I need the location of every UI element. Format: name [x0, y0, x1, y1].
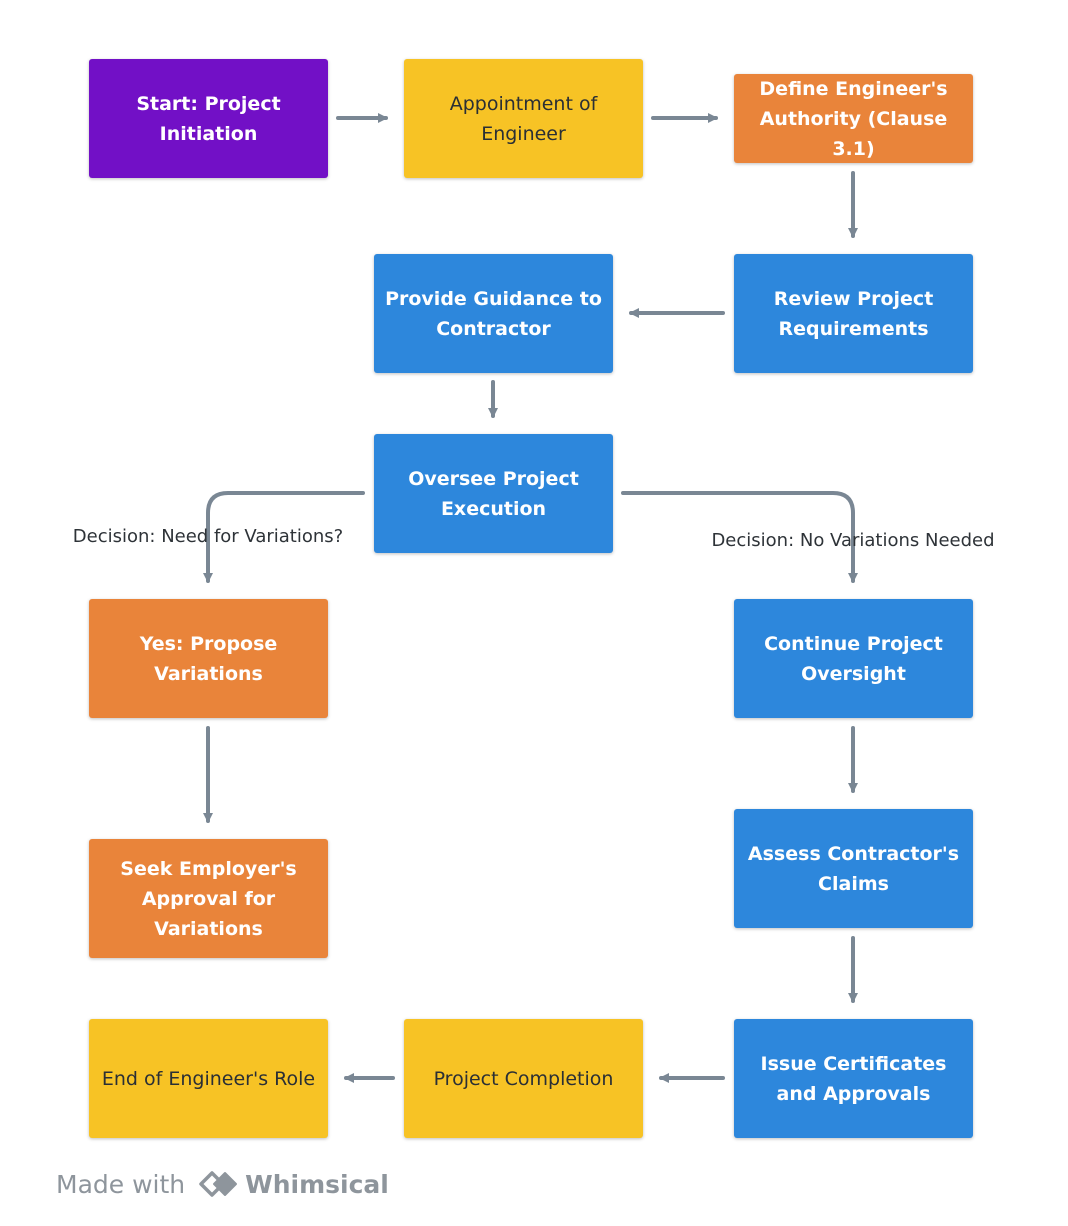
node-continue-oversight[interactable]: Continue Project Oversight — [734, 599, 973, 718]
node-label: Project Completion — [433, 1067, 614, 1090]
node-label: Start: Project Initiation — [136, 92, 281, 145]
node-oversee-execution[interactable]: Oversee Project Execution — [374, 434, 613, 553]
node-provide-guidance[interactable]: Provide Guidance to Contractor — [374, 254, 613, 373]
edge-label-no-variations: Decision: No Variations Needed — [711, 530, 995, 551]
node-end-role[interactable]: End of Engineer's Role — [89, 1019, 328, 1138]
footer-brand: Whimsical — [245, 1169, 389, 1199]
node-define-authority[interactable]: Define Engineer's Authority (Clause 3.1) — [734, 74, 973, 163]
node-label: Seek Employer's Approval for Variations — [120, 857, 297, 940]
node-start[interactable]: Start: Project Initiation — [89, 59, 328, 178]
node-assess-claims[interactable]: Assess Contractor's Claims — [734, 809, 973, 928]
node-label: Define Engineer's Authority (Clause 3.1) — [759, 77, 948, 160]
node-label: Continue Project Oversight — [764, 632, 943, 685]
node-issue-certificates[interactable]: Issue Certificates and Approvals — [734, 1019, 973, 1138]
node-propose-variations[interactable]: Yes: Propose Variations — [89, 599, 328, 718]
node-label: Yes: Propose Variations — [139, 632, 278, 685]
footer-watermark: Made with Whimsical — [56, 1166, 389, 1202]
node-label: Appointment of Engineer — [449, 92, 598, 145]
node-label: Assess Contractor's Claims — [747, 842, 960, 895]
footer-prefix: Made with — [56, 1169, 186, 1199]
node-label: Oversee Project Execution — [408, 467, 579, 520]
node-label: Issue Certificates and Approvals — [760, 1052, 947, 1105]
node-label: End of Engineer's Role — [101, 1067, 316, 1090]
node-project-completion[interactable]: Project Completion — [404, 1019, 643, 1138]
node-label: Review Project Requirements — [773, 287, 934, 340]
node-appointment[interactable]: Appointment of Engineer — [404, 59, 643, 178]
edge-label-need-variations: Decision: Need for Variations? — [72, 526, 344, 547]
node-review-requirements[interactable]: Review Project Requirements — [734, 254, 973, 373]
node-label: Provide Guidance to Contractor — [385, 287, 602, 340]
edge-oversee-to-continue — [621, 491, 858, 583]
whimsical-logo-icon — [199, 1171, 238, 1197]
node-seek-approval[interactable]: Seek Employer's Approval for Variations — [89, 839, 328, 958]
edge-oversee-to-propose — [203, 491, 365, 583]
